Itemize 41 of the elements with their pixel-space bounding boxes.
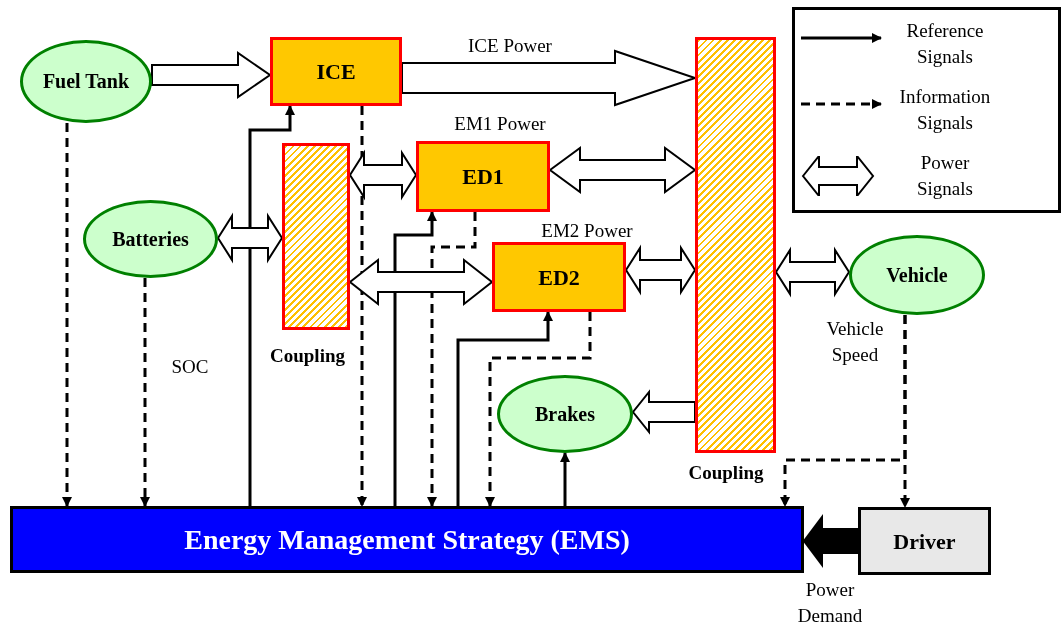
power-arrow — [548, 146, 697, 194]
node-label: ED1 — [462, 163, 504, 191]
power-arrow — [216, 212, 284, 264]
legend-label: Power Signals — [916, 151, 974, 201]
process-box — [270, 37, 402, 106]
text-label: Vehicle Speed — [825, 317, 885, 367]
node-label: Energy Management Strategy (EMS) — [184, 522, 630, 557]
node-label: Batteries — [112, 226, 189, 252]
node-label: ICE — [316, 58, 356, 86]
arrow — [560, 452, 570, 506]
node-label: Driver — [893, 527, 956, 556]
node-label: Fuel Tank — [42, 69, 130, 94]
power-arrow — [774, 246, 851, 298]
dashed-arrow — [780, 315, 907, 507]
power-arrow — [348, 149, 418, 201]
process-box — [416, 141, 550, 212]
dashed-arrow — [485, 312, 592, 507]
arrow — [393, 211, 437, 506]
node-label: Vehicle — [886, 262, 948, 288]
coupling-label: Coupling — [270, 346, 345, 365]
driver-box — [858, 507, 991, 575]
arrow — [248, 105, 295, 506]
dashed-arrow — [62, 123, 72, 507]
power-arrow — [631, 389, 696, 435]
dashed-arrow — [357, 106, 367, 507]
power-arrow — [348, 257, 494, 307]
node-label: Brakes — [535, 401, 595, 427]
process-box — [492, 242, 626, 312]
block-arrow — [802, 514, 859, 568]
power-arrow — [151, 51, 272, 99]
strategy-bar — [10, 506, 804, 573]
text-label: EM2 Power — [540, 219, 634, 243]
power-arrow — [624, 244, 697, 296]
node-label: ED2 — [538, 263, 580, 292]
coupling-label: Coupling — [688, 463, 764, 482]
dashed-arrow — [140, 278, 150, 507]
legend-label: Reference Signals — [905, 19, 985, 69]
dashed-arrow — [427, 212, 477, 507]
arrow — [456, 311, 553, 506]
text-label: EM1 Power — [453, 112, 547, 136]
legend-label: Information Signals — [898, 85, 992, 135]
